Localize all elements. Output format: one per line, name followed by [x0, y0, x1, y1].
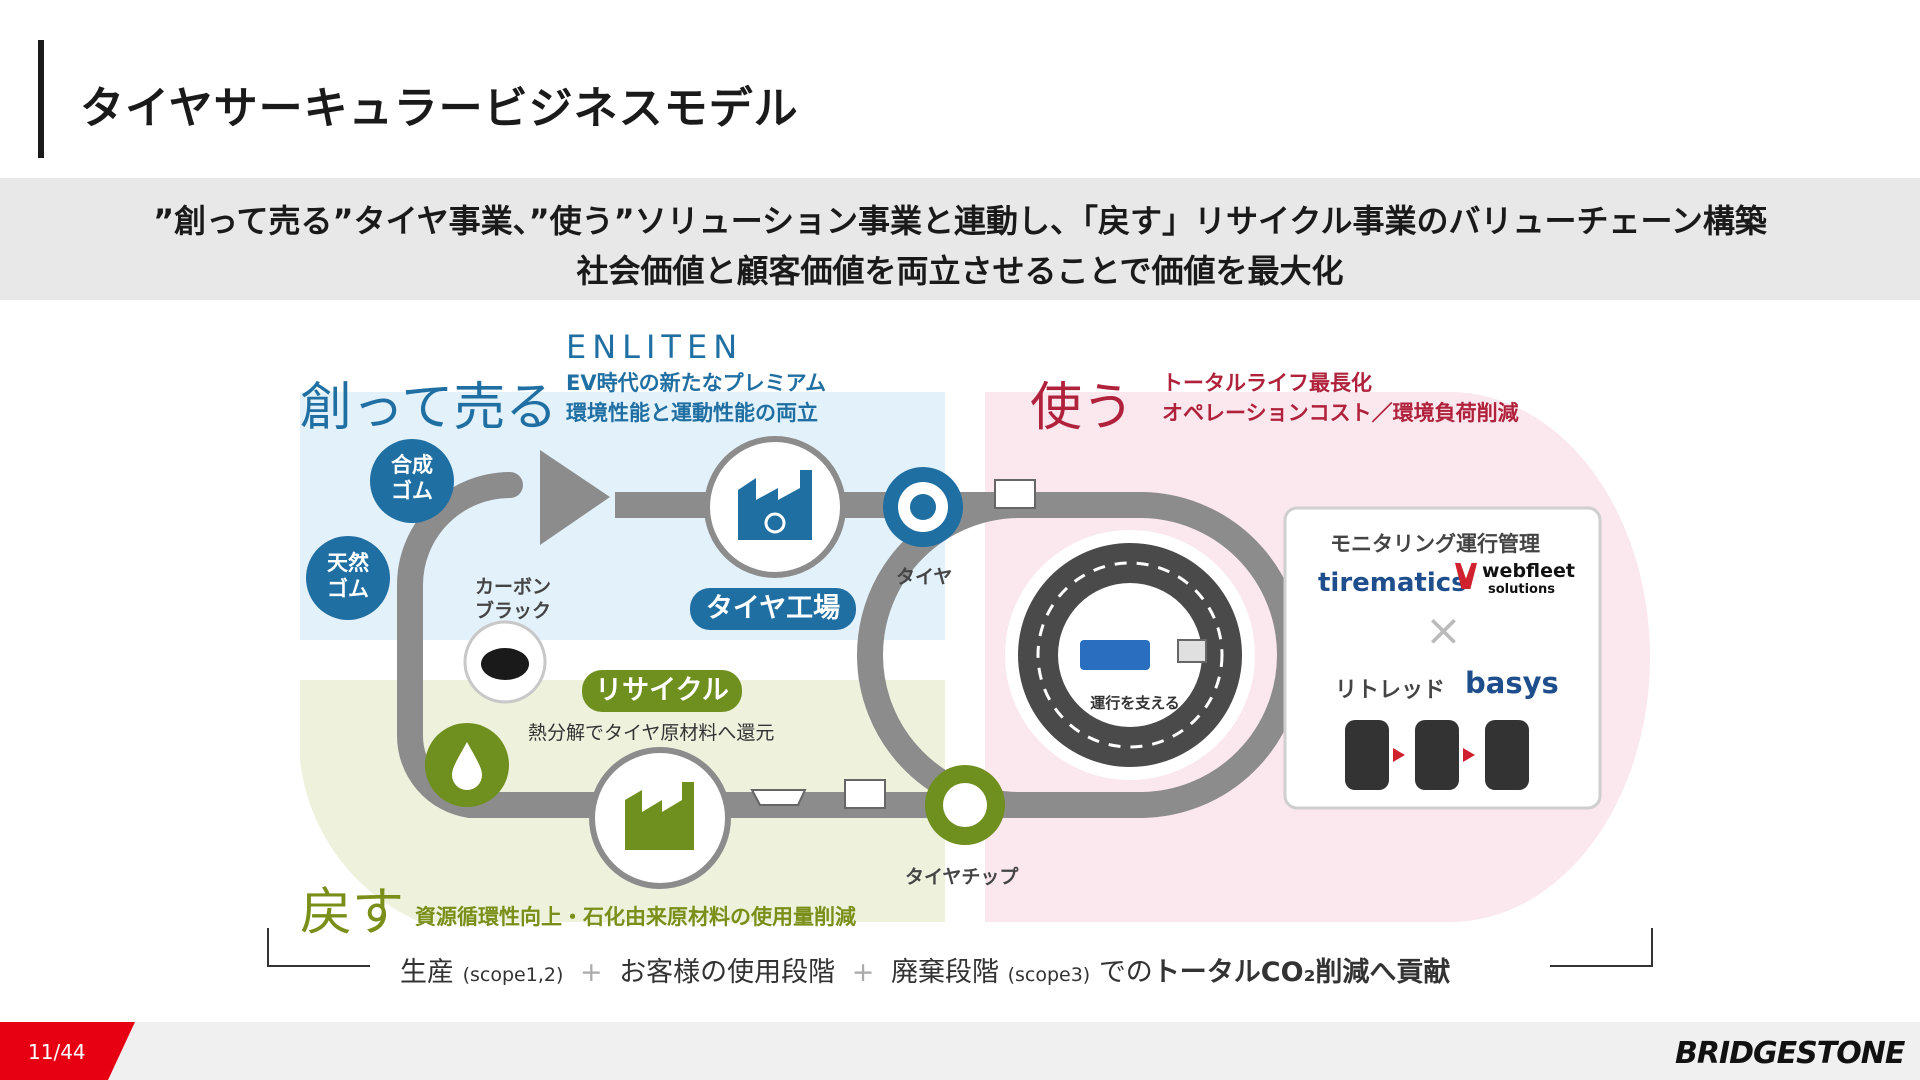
bottom-scope12: (scope1,2) [462, 964, 564, 986]
page-title: タイヤサーキュラービジネスモデル [80, 83, 799, 134]
page-number: 11/44 [28, 1040, 86, 1064]
monitor-icon [1177, 639, 1207, 663]
footer-bar [0, 1022, 1920, 1080]
retread-tire-2 [1415, 720, 1459, 790]
use-loop [857, 492, 1303, 818]
bottom-disposal: 廃棄段階 [890, 957, 999, 988]
use-desc-2: オペレーションコスト／環境負荷削減 [1162, 401, 1519, 425]
tire-chip-label: タイヤチップ [905, 866, 1019, 888]
bottom-production: 生産 [400, 957, 454, 988]
tire-factory-pill: タイヤ工場 [690, 588, 856, 630]
bottom-customer-use: お客様の使用段階 [619, 957, 836, 988]
carbon-black-bowl [481, 648, 529, 680]
synthetic-rubber-circle [370, 439, 454, 523]
loop-arrow-head [540, 450, 610, 545]
use-center-label: 運行を支える [1090, 694, 1180, 712]
oil-drop-icon [452, 742, 482, 790]
recycle-pill: リサイクル [582, 670, 742, 712]
truck-icon-top [994, 479, 1036, 509]
subtitle-line-2: 社会価値と顧客価値を両立させることで価値を最大化 [576, 252, 1344, 290]
tire-chip-inner [943, 783, 987, 827]
subtitle-line-1: ”創って売る”タイヤ事業、”使う”ソリューション事業と連動し、「戻す」リサイクル… [153, 202, 1767, 240]
retread-arrow-2 [1463, 748, 1475, 762]
bridgestone-logo: BRIDGESTONE [1675, 1036, 1905, 1071]
retread-tire-3 [1485, 720, 1529, 790]
recycle-desc: 熱分解でタイヤ原材料へ還元 [528, 722, 775, 744]
bus-icon [1080, 640, 1150, 670]
factory-icon-green [625, 782, 694, 850]
tire-label: タイヤ [896, 566, 953, 588]
subtitle-band: ”創って売る”タイヤ事業、”使う”ソリューション事業と連動し、「戻す」リサイクル… [0, 178, 1920, 300]
enliten-logo: ENLITEN [566, 328, 744, 366]
bottom-no: での [1098, 957, 1153, 988]
times-symbol: × [1425, 605, 1462, 656]
create-sell-heading: 創って売る [300, 378, 558, 438]
title-accent-bar [38, 40, 44, 158]
bracket-right [1550, 928, 1653, 967]
webfleet-logo: webfleet [1482, 560, 1575, 582]
plus-icon: + [579, 957, 603, 988]
tire-icon-hub [910, 494, 936, 520]
bracket-left [267, 928, 370, 967]
retread-tire-1 [1345, 720, 1389, 790]
use-core-dash [1036, 561, 1224, 749]
webfleet-logo-sub: solutions [1488, 582, 1555, 597]
retread-arrow-1 [1393, 748, 1405, 762]
retread-label: リトレッド [1335, 678, 1446, 703]
use-heading: 使う [1030, 378, 1135, 438]
enliten-desc-1: EV時代の新たなプレミアム [566, 371, 827, 395]
truck-icon-bottom [844, 779, 886, 809]
factory-tire-icon [764, 512, 786, 534]
plus-icon: + [851, 957, 875, 988]
bottom-statement: 生産 (scope1,2) + お客様の使用段階 + 廃棄段階 (scope3)… [400, 950, 1450, 989]
bottom-scope3: (scope3) [1007, 964, 1091, 986]
return-zone-curve [300, 680, 420, 922]
return-heading: 戻す [300, 883, 405, 943]
return-desc: 資源循環性向上・石化由来原材料の使用量削減 [415, 905, 856, 929]
ship-icon [750, 789, 807, 806]
monitoring-title: モニタリング運行管理 [1330, 532, 1540, 556]
use-desc-1: トータルライフ最長化 [1162, 371, 1372, 395]
bottom-total-co2: トータルCO₂削減へ貢献 [1152, 957, 1451, 988]
tirematics-logo: tirematics [1318, 568, 1467, 598]
factory-icon-blue [738, 470, 812, 540]
natural-rubber-label: 天然 ゴム [327, 551, 369, 601]
natural-rubber-circle [306, 536, 390, 620]
carbon-black-label: カーボン ブラック [474, 576, 551, 622]
enliten-desc-2: 環境性能と運動性能の両立 [566, 401, 818, 425]
synthetic-rubber-label: 合成 ゴム [391, 453, 433, 503]
basys-logo: basys [1465, 666, 1559, 700]
